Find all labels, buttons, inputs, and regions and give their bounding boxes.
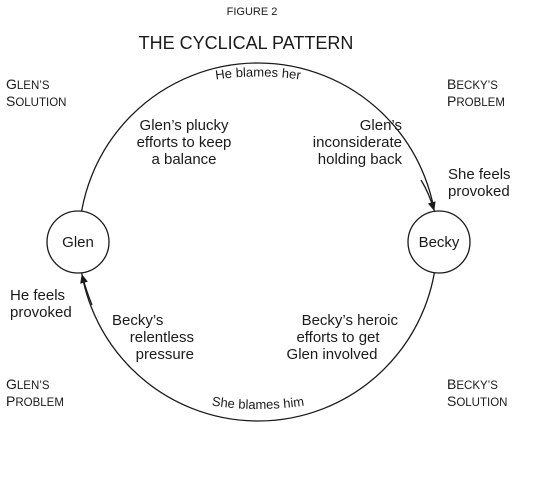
side-left-line-2: provoked: [10, 304, 72, 321]
glen-node-label: Glen: [62, 234, 94, 251]
side-text-left: He feels provoked: [10, 287, 72, 321]
inner-text-top-left: Glen’s plucky efforts to keep a balance: [137, 117, 232, 168]
inner-bottom-right-line-3: Glen involved: [287, 346, 378, 363]
corner-bottom-right-line-2: SOLUTION: [447, 393, 507, 409]
inner-bottom-right-line-2: efforts to get: [296, 329, 380, 346]
arc-label-top-text: He blames her: [214, 64, 302, 82]
corner-bottom-left-line-1: GLEN’S: [6, 376, 50, 392]
inner-top-left-line-2: efforts to keep: [137, 134, 232, 151]
inner-bottom-left-line-1: Becky’s: [112, 312, 163, 329]
side-left-line-1: He feels: [10, 287, 65, 304]
inner-bottom-left-line-2: relentless: [130, 329, 194, 346]
corner-top-right-line-2: PROBLEM: [447, 93, 505, 109]
corner-bottom-left: GLEN’S PROBLEM: [6, 376, 64, 409]
inner-top-right-line-1: Glen’s: [360, 117, 402, 134]
corner-bottom-right-line-1: BECKY’S: [447, 376, 498, 392]
arc-label-bottom: She blames him: [211, 394, 305, 412]
corner-top-left-line-1: GLEN’S: [6, 76, 50, 92]
becky-node-label: Becky: [419, 234, 460, 251]
arc-label-bottom-text: She blames him: [211, 394, 305, 412]
corner-top-right: BECKY’S PROBLEM: [447, 76, 505, 109]
corner-top-left-line-2: SOLUTION: [6, 93, 66, 109]
inner-top-right-line-2: inconsiderate: [313, 134, 402, 151]
arrow-left-up: [80, 274, 93, 306]
becky-node: [407, 210, 471, 274]
corner-bottom-left-line-2: PROBLEM: [6, 393, 64, 409]
corner-bottom-right: BECKY’S SOLUTION: [447, 376, 507, 409]
inner-text-bottom-right: Becky’s heroic efforts to get Glen invol…: [287, 312, 399, 363]
inner-top-left-line-3: a balance: [151, 151, 216, 168]
inner-top-right-line-3: holding back: [318, 151, 403, 168]
corner-top-left: GLEN’S SOLUTION: [6, 76, 66, 109]
arc-label-top: He blames her: [214, 64, 302, 82]
figure-label: FIGURE 2: [227, 6, 278, 18]
side-right-line-1: She feels: [448, 166, 511, 183]
arrow-right-down: [420, 179, 436, 211]
inner-top-left-line-1: Glen’s plucky: [140, 117, 229, 134]
inner-text-bottom-left: Becky’s relentless pressure: [112, 312, 194, 363]
side-right-line-2: provoked: [448, 183, 510, 200]
glen-node: [46, 210, 110, 274]
corner-top-right-line-1: BECKY’S: [447, 76, 498, 92]
diagram-title: THE CYCLICAL PATTERN: [139, 33, 354, 53]
inner-text-top-right: Glen’s inconsiderate holding back: [313, 117, 403, 168]
side-text-right: She feels provoked: [448, 166, 511, 200]
inner-bottom-right-line-1: Becky’s heroic: [302, 312, 399, 329]
inner-bottom-left-line-3: pressure: [136, 346, 194, 363]
